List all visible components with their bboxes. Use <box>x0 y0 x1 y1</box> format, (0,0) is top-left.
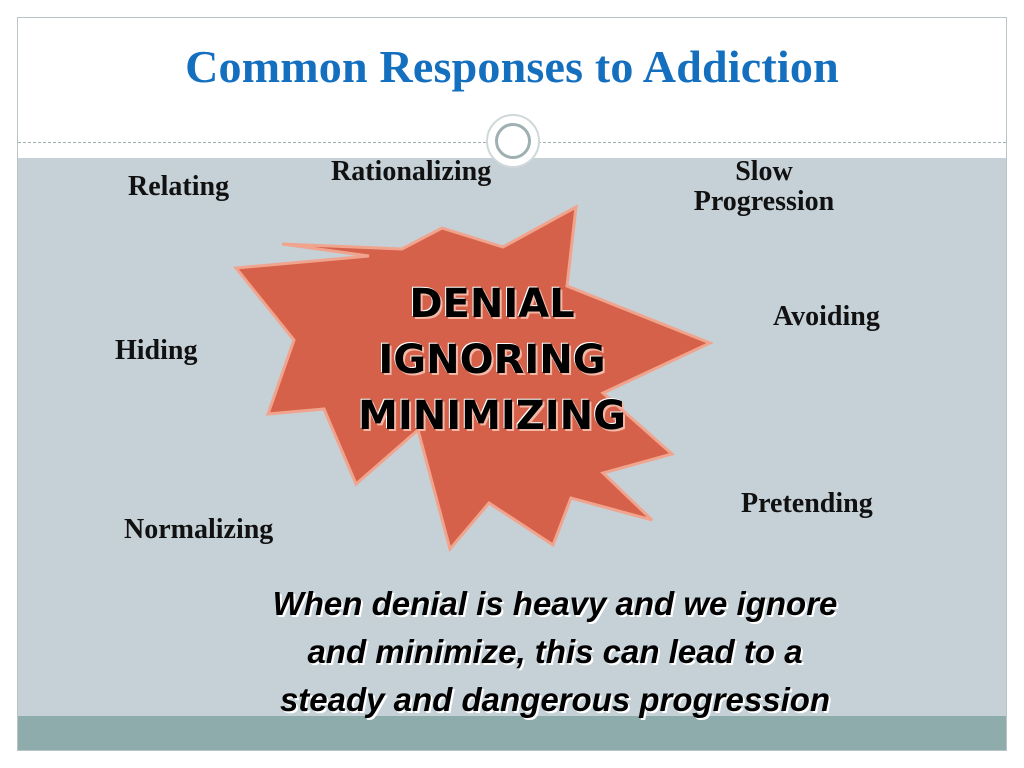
core-word-denial: DENIAL <box>409 281 575 327</box>
response-slow-progression: Slow Progression <box>674 157 854 217</box>
core-word-ignoring: IGNORING <box>378 337 606 383</box>
circle-ring-icon <box>486 114 540 168</box>
caption-line-1: When denial is heavy and we ignore <box>272 585 838 622</box>
bottom-bar <box>18 716 1006 750</box>
caption: When denial is heavy and we ignore and m… <box>190 580 920 724</box>
caption-line-2: and minimize, this can lead to a <box>307 633 803 670</box>
core-words: DENIAL IGNORING MINIMIZING <box>312 276 672 444</box>
caption-line-3: steady and dangerous progression <box>279 681 831 718</box>
response-slow-progression-line-1: Slow <box>735 156 793 187</box>
response-hiding: Hiding <box>115 335 198 366</box>
slide-frame: Common Responses to Addiction <box>17 17 1007 751</box>
response-slow-progression-line-2: Progression <box>693 186 835 217</box>
slide-title: Common Responses to Addiction <box>185 41 839 92</box>
response-pretending: Pretending <box>741 488 873 519</box>
response-normalizing: Normalizing <box>124 514 274 545</box>
response-avoiding: Avoiding <box>773 301 880 332</box>
core-word-minimizing: MINIMIZING <box>358 393 626 439</box>
response-relating: Relating <box>128 171 230 202</box>
response-rationalizing: Rationalizing <box>331 156 492 187</box>
circle-ring-inner <box>495 123 531 159</box>
starburst-polygon <box>233 204 714 553</box>
